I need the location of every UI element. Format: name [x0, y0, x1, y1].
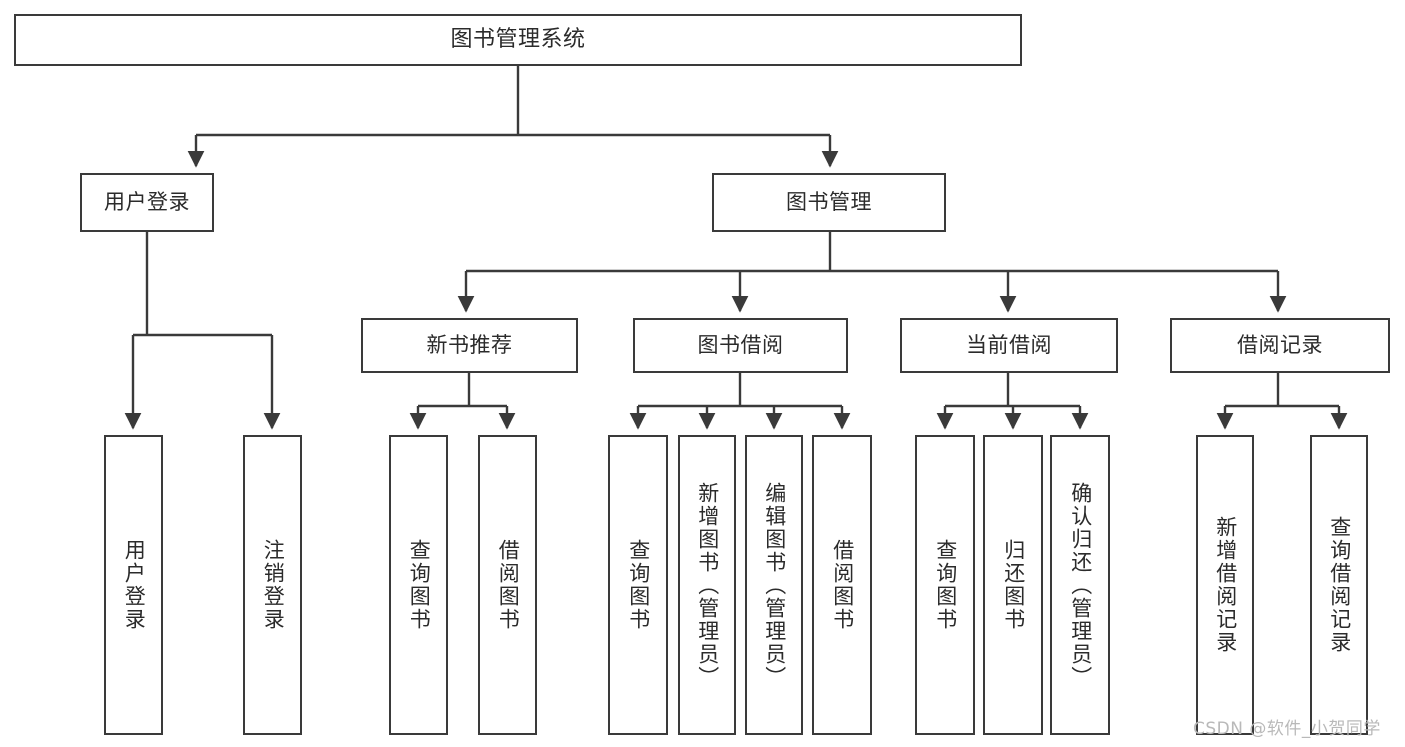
- node-label: 借阅图书: [830, 539, 855, 631]
- node-label: 当前借阅: [966, 333, 1052, 358]
- node-label: 查询图书: [626, 539, 651, 631]
- node-label: 编辑图书（管理员）: [762, 481, 787, 689]
- node-label: 查询借阅记录: [1327, 516, 1352, 654]
- leaf-book-borrow-edit[interactable]: 编辑图书（管理员）: [745, 435, 803, 735]
- node-new-book-recommend[interactable]: 新书推荐: [361, 318, 578, 373]
- leaf-book-borrow-add[interactable]: 新增图书（管理员）: [678, 435, 736, 735]
- leaf-borrow-record-add[interactable]: 新增借阅记录: [1196, 435, 1254, 735]
- node-root-system[interactable]: 图书管理系统: [14, 14, 1022, 66]
- node-label: 借阅记录: [1237, 333, 1323, 358]
- node-label: 确认归还（管理员）: [1068, 481, 1093, 689]
- leaf-book-borrow-borrow[interactable]: 借阅图书: [812, 435, 872, 735]
- leaf-borrow-record-query[interactable]: 查询借阅记录: [1310, 435, 1368, 735]
- node-book-management[interactable]: 图书管理: [712, 173, 946, 232]
- leaf-new-book-borrow[interactable]: 借阅图书: [478, 435, 537, 735]
- leaf-user-login-logout[interactable]: 注销登录: [243, 435, 302, 735]
- node-label: 借阅图书: [496, 539, 521, 631]
- node-label: 归还图书: [1001, 539, 1026, 631]
- node-current-borrow[interactable]: 当前借阅: [900, 318, 1118, 373]
- node-label: 查询图书: [933, 539, 958, 631]
- leaf-current-borrow-query[interactable]: 查询图书: [915, 435, 975, 735]
- leaf-current-borrow-return[interactable]: 归还图书: [983, 435, 1043, 735]
- leaf-current-borrow-confirm-return[interactable]: 确认归还（管理员）: [1050, 435, 1110, 735]
- node-label: 新书推荐: [426, 333, 513, 358]
- node-label: 用户登录: [104, 190, 190, 215]
- node-label: 图书借阅: [697, 333, 784, 358]
- node-user-login[interactable]: 用户登录: [80, 173, 214, 232]
- node-label: 查询图书: [407, 539, 432, 631]
- leaf-new-book-query[interactable]: 查询图书: [389, 435, 448, 735]
- leaf-user-login-login[interactable]: 用户登录: [104, 435, 163, 735]
- node-label: 新增图书（管理员）: [695, 481, 720, 689]
- csdn-watermark: CSDN @软件_小贺同学: [1193, 719, 1381, 739]
- node-borrow-record[interactable]: 借阅记录: [1170, 318, 1390, 373]
- node-label: 新增借阅记录: [1213, 516, 1238, 654]
- node-label: 用户登录: [122, 539, 147, 631]
- node-label: 图书管理: [786, 190, 872, 215]
- leaf-book-borrow-query[interactable]: 查询图书: [608, 435, 668, 735]
- node-label: 图书管理系统: [450, 27, 586, 53]
- node-label: 注销登录: [261, 539, 286, 631]
- node-book-borrow[interactable]: 图书借阅: [633, 318, 848, 373]
